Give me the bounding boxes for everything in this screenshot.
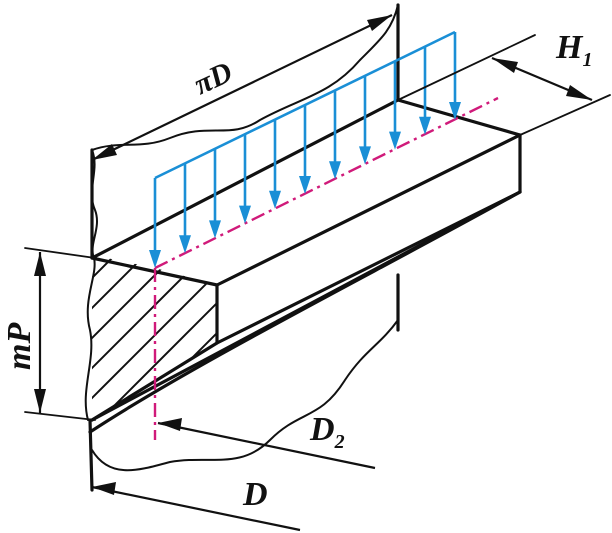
mp-extension-line-top bbox=[24, 247, 96, 259]
load-arrow-head bbox=[269, 190, 281, 209]
h1-arrowhead-left bbox=[492, 58, 518, 73]
load-arrow-head bbox=[299, 176, 311, 194]
pi-d-label: πD bbox=[189, 55, 237, 101]
load-arrow-head bbox=[419, 116, 431, 135]
wall-break-line-top bbox=[91, 4, 399, 151]
mp-arrowhead-bottom bbox=[34, 389, 46, 413]
h1-extension-line-bottom bbox=[519, 94, 611, 136]
d2-arrowhead bbox=[158, 418, 182, 431]
mp-label: mP bbox=[1, 323, 38, 370]
d-arrowhead bbox=[92, 482, 116, 495]
h1-arrowhead-right bbox=[566, 85, 592, 100]
d-label: D bbox=[242, 476, 268, 513]
pi-d-arrowhead-left bbox=[92, 144, 117, 160]
load-arrow-head bbox=[239, 205, 251, 224]
ring-front-face bbox=[215, 133, 522, 345]
d2-label: D2 bbox=[309, 411, 345, 453]
load-arrow-head bbox=[389, 131, 401, 150]
load-arrow-head bbox=[209, 220, 221, 239]
pi-d-arrowhead-right bbox=[367, 15, 392, 31]
distributed-load bbox=[149, 30, 461, 268]
load-arrow-head bbox=[149, 250, 161, 268]
h1-extension-line-top bbox=[397, 34, 536, 101]
pi-d-dimension-line bbox=[91, 14, 393, 161]
d2-leader-line bbox=[157, 421, 376, 470]
wall-break-line-bottom bbox=[91, 319, 399, 472]
load-arrow-head bbox=[449, 102, 461, 120]
mp-arrowhead-top bbox=[34, 252, 46, 276]
mp-extension-line-bottom bbox=[24, 411, 96, 421]
load-arrow-head bbox=[359, 146, 371, 165]
ring-fillet-edge bbox=[88, 190, 522, 434]
h1-label: H1 bbox=[555, 29, 592, 71]
load-arrow-head bbox=[329, 161, 341, 180]
d-leader-line bbox=[91, 485, 301, 532]
center-line-horizontal bbox=[154, 96, 499, 270]
load-arrow-head bbox=[179, 235, 191, 254]
